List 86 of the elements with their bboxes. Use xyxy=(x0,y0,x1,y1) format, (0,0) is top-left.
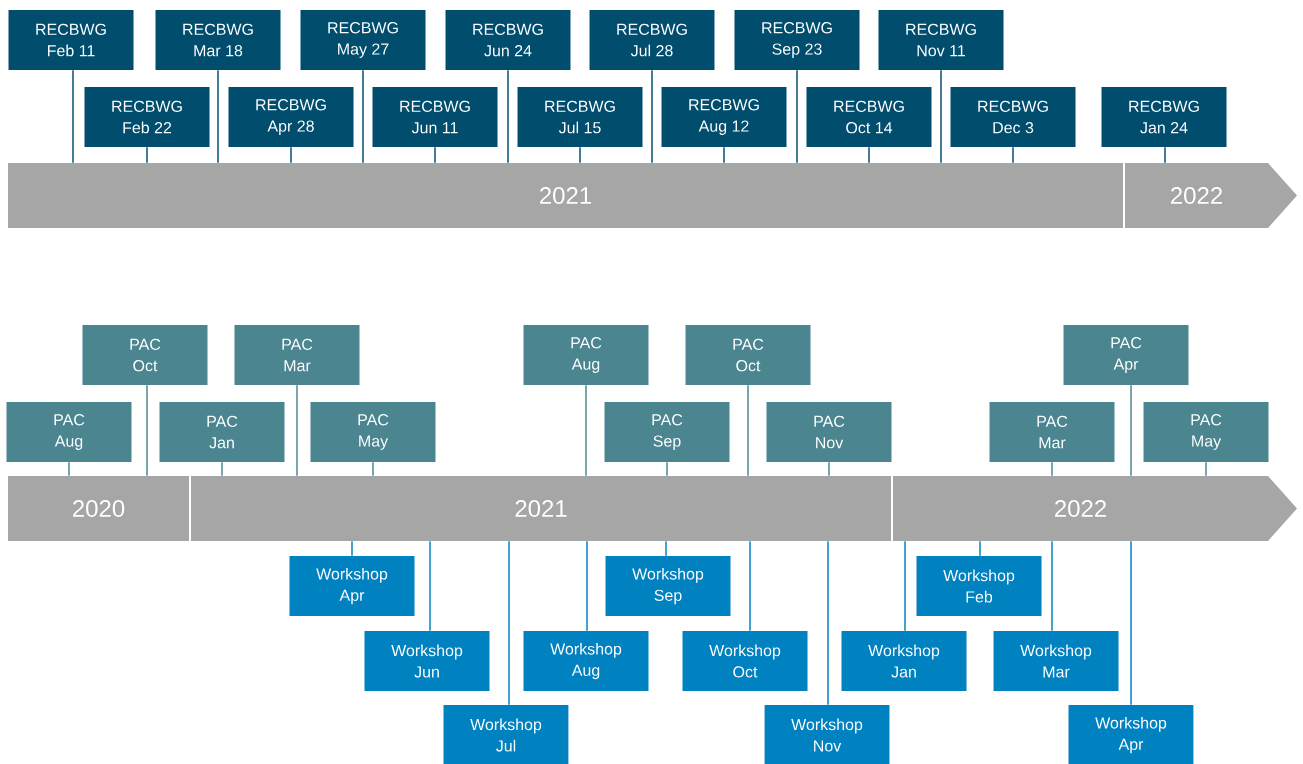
leader-line xyxy=(429,540,431,632)
event-box: Workshop Nov xyxy=(764,705,890,764)
timeline-segment: 2022 xyxy=(1125,163,1297,228)
leader-line xyxy=(868,146,870,164)
leader-line xyxy=(940,69,942,164)
leader-line xyxy=(1130,540,1132,706)
leader-line xyxy=(1130,384,1132,477)
node-label: 2021 xyxy=(515,500,567,517)
event-box: Workshop Apr xyxy=(1068,705,1194,764)
leader-line xyxy=(1051,540,1053,632)
leader-line xyxy=(372,461,374,477)
event-box: RECBWG Oct 14 xyxy=(806,87,932,147)
leader-line xyxy=(651,69,653,164)
timeline-segment: 2020 xyxy=(8,476,189,541)
leader-line xyxy=(508,540,510,706)
event-box: PAC Oct xyxy=(82,325,208,385)
event-box: RECBWG Aug 12 xyxy=(661,87,787,147)
timeline-segment: 2022 xyxy=(893,476,1297,541)
leader-line xyxy=(296,384,298,477)
event-box: RECBWG Mar 18 xyxy=(155,10,281,70)
timeline-segment: 2021 xyxy=(191,476,891,541)
event-box: PAC May xyxy=(310,402,436,462)
leader-line xyxy=(1012,146,1014,164)
timeline-segment: 2021 xyxy=(8,163,1123,228)
event-box: PAC Apr xyxy=(1063,325,1189,385)
leader-line xyxy=(290,146,292,164)
leader-line xyxy=(586,540,588,632)
leader-line xyxy=(146,146,148,164)
leader-line xyxy=(351,540,353,557)
event-box: RECBWG May 27 xyxy=(300,10,426,70)
leader-line xyxy=(579,146,581,164)
event-box: Workshop Jan xyxy=(841,631,967,691)
event-box: PAC Oct xyxy=(685,325,811,385)
node-label: 2020 xyxy=(73,500,125,517)
leader-line xyxy=(904,540,906,632)
event-box: PAC Aug xyxy=(6,402,132,462)
event-box: PAC Jan xyxy=(159,402,285,462)
leader-line xyxy=(72,69,74,164)
event-box: Workshop Apr xyxy=(289,556,415,616)
event-box: RECBWG Jun 11 xyxy=(372,87,498,147)
event-box: PAC May xyxy=(1143,402,1269,462)
event-box: Workshop Jun xyxy=(364,631,490,691)
leader-line xyxy=(1164,146,1166,164)
leader-line xyxy=(362,69,364,164)
event-box: Workshop Sep xyxy=(605,556,731,616)
event-box: RECBWG Dec 3 xyxy=(950,87,1076,147)
event-box: PAC Sep xyxy=(604,402,730,462)
leader-line xyxy=(979,540,981,557)
leader-line xyxy=(747,384,749,477)
leader-line xyxy=(749,540,751,632)
event-box: Workshop Jul xyxy=(443,705,569,764)
node-label: 2022 xyxy=(1055,500,1106,517)
leader-line xyxy=(665,540,667,557)
leader-line xyxy=(507,69,509,164)
leader-line xyxy=(217,69,219,164)
event-box: RECBWG Feb 11 xyxy=(8,10,134,70)
event-box: PAC Mar xyxy=(234,325,360,385)
event-box: RECBWG Apr 28 xyxy=(228,87,354,147)
event-box: RECBWG Jul 15 xyxy=(517,87,643,147)
event-box: Workshop Mar xyxy=(993,631,1119,691)
event-box: RECBWG Nov 11 xyxy=(878,10,1004,70)
event-box: RECBWG Sep 23 xyxy=(734,10,860,70)
leader-line xyxy=(146,384,148,477)
leader-line xyxy=(1051,461,1053,477)
event-box: PAC Mar xyxy=(989,402,1115,462)
event-box: RECBWG Jan 24 xyxy=(1101,87,1227,147)
leader-line xyxy=(1205,461,1207,477)
event-box: PAC Aug xyxy=(523,325,649,385)
event-box: Workshop Aug xyxy=(523,631,649,691)
node-label: 2021 xyxy=(540,186,592,204)
leader-line xyxy=(434,146,436,164)
leader-line xyxy=(221,461,223,477)
event-box: Workshop Oct xyxy=(682,631,808,691)
event-box: RECBWG Jul 28 xyxy=(589,10,715,70)
leader-line xyxy=(827,540,829,706)
leader-line xyxy=(828,461,830,477)
leader-line xyxy=(68,461,70,477)
event-box: Workshop Feb xyxy=(916,556,1042,616)
event-box: RECBWG Feb 22 xyxy=(84,87,210,147)
leader-line xyxy=(796,69,798,164)
leader-line xyxy=(585,384,587,477)
leader-line xyxy=(723,146,725,164)
leader-line xyxy=(666,461,668,477)
node-label: 2022 xyxy=(1171,186,1222,204)
event-box: RECBWG Jun 24 xyxy=(445,10,571,70)
event-box: PAC Nov xyxy=(766,402,892,462)
